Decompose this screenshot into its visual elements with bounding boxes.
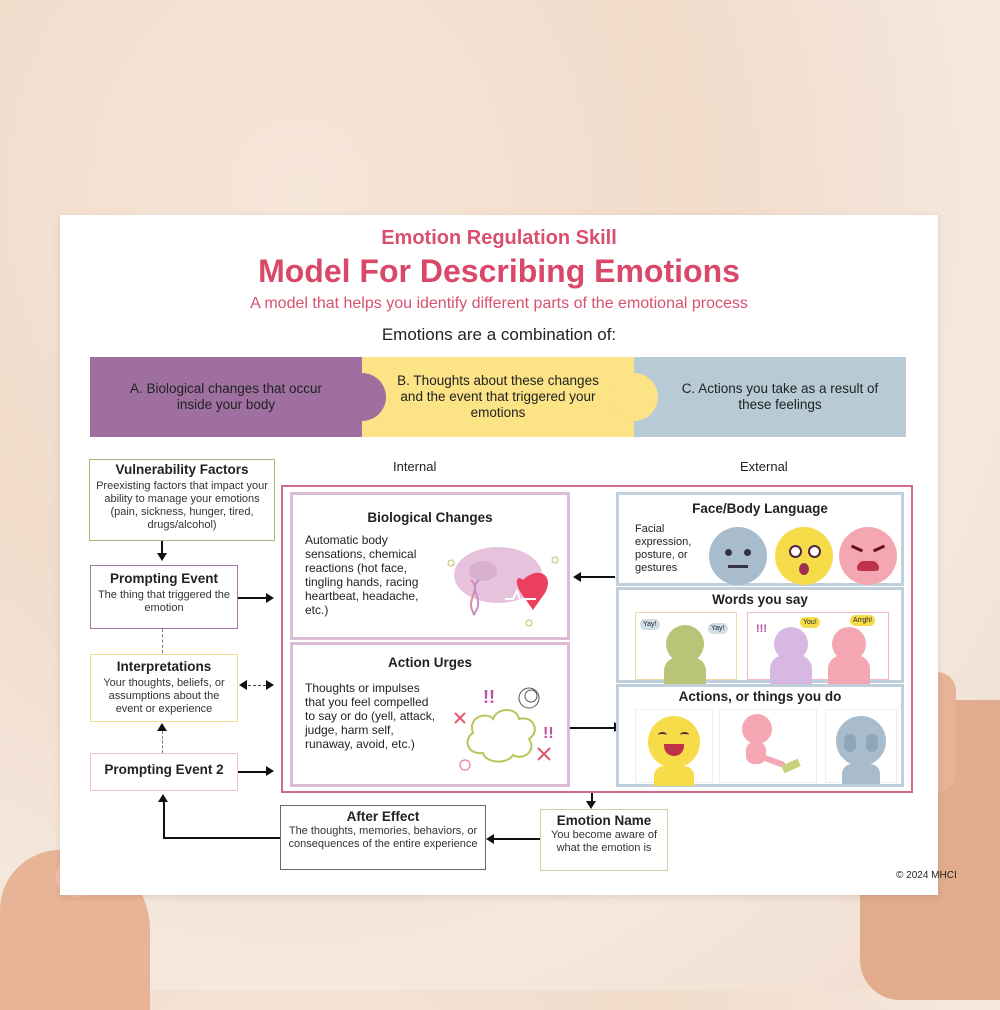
page-title: Model For Describing Emotions: [258, 253, 740, 289]
prompting-event-2-box: Prompting Event 2: [90, 753, 238, 791]
speech-bubble: Yay!: [640, 619, 660, 630]
connector: [570, 727, 614, 729]
crying-face-icon: [836, 716, 886, 766]
urge-marks-2: !!: [543, 725, 554, 742]
emotion-name-title: Emotion Name: [556, 813, 652, 828]
connector: [238, 771, 266, 773]
page-subtitle: A model that helps you identify differen…: [250, 295, 748, 312]
speech-bubble: You!: [800, 617, 820, 628]
banner-thoughts: B. Thoughts about these changes and the …: [362, 357, 658, 437]
connector: [163, 837, 280, 839]
arrow-left: [486, 834, 494, 844]
external-label: External: [740, 459, 788, 474]
arrow-down: [157, 553, 167, 561]
dashed-connector: [248, 685, 266, 686]
words-you-say-box: Words you say Yay! Yay! You! Arrgh! !!!: [616, 587, 904, 687]
vulnerability-title: Vulnerability Factors: [115, 462, 249, 477]
emotion-frame: [281, 485, 913, 793]
angry-kicking-person-icon: [742, 714, 772, 744]
connector: [161, 541, 163, 553]
action-urges-title: Action Urges: [387, 655, 472, 670]
crying-panel: [825, 709, 897, 784]
vulnerability-factors-box: Vulnerability Factors Preexisting factor…: [89, 459, 275, 541]
laughing-face-icon: [648, 716, 700, 768]
words-title: Words you say: [712, 592, 808, 607]
skill-title: Emotion Regulation Skill: [381, 227, 617, 249]
arrow-up: [157, 723, 167, 731]
arrow-right: [266, 593, 274, 603]
emotion-name-box: Emotion Name You become aware of what th…: [540, 809, 668, 871]
prompting-desc: The thing that triggered the emotion: [97, 589, 231, 614]
prompting2-title: Prompting Event 2: [104, 762, 224, 777]
after-effect-desc: The thoughts, memories, behaviors, or co…: [288, 825, 478, 850]
connector: [581, 576, 615, 578]
urge-marks-1: !!: [483, 687, 495, 707]
happy-speech-panel: Yay! Yay!: [635, 612, 737, 687]
arrow-right: [266, 680, 274, 690]
surprised-face-icon: [775, 527, 833, 585]
dashed-connector: [162, 731, 163, 753]
puzzle-tab: [610, 373, 658, 421]
banner-thoughts-label: B. Thoughts about these changes and the …: [397, 373, 599, 420]
dashed-connector: [162, 629, 163, 653]
face-title: Face/Body Language: [692, 501, 828, 516]
connector: [591, 793, 593, 801]
after-effect-title: After Effect: [346, 809, 420, 824]
connector: [238, 597, 266, 599]
arrow-left: [573, 572, 581, 582]
internal-label: Internal: [393, 459, 437, 474]
combination-heading: Emotions are a combination of:: [381, 325, 617, 344]
worksheet: Emotion Regulation Skill Model For Descr…: [60, 215, 957, 895]
argument-panel: You! Arrgh! !!!: [747, 612, 889, 685]
exclamation-marks: !!!: [756, 623, 767, 635]
brain-heart-icon: [447, 547, 559, 627]
emotion-name-desc: You become aware of what the emotion is: [551, 829, 657, 854]
arrow-up: [158, 794, 168, 802]
laughing-panel: [635, 709, 713, 786]
action-urges-desc: Thoughts or impulses that you feel compe…: [305, 681, 436, 751]
actions-title: Actions, or things you do: [678, 689, 842, 704]
arrow-right: [266, 766, 274, 776]
arrow-left: [239, 680, 247, 690]
after-effect-box: After Effect The thoughts, memories, beh…: [280, 805, 486, 870]
banner-biological: A. Biological changes that occur inside …: [90, 357, 386, 437]
biological-desc: Automatic body sensations, chemical reac…: [305, 533, 419, 617]
connector: [494, 838, 540, 840]
prompting-title: Prompting Event: [109, 571, 218, 586]
interpretations-box: Interpretations Your thoughts, beliefs, …: [90, 654, 238, 722]
biological-title: Biological Changes: [367, 510, 493, 525]
angry-face-icon: [839, 527, 897, 585]
speech-bubble: Arrgh!: [850, 615, 876, 626]
face-body-language-box: Face/Body Language Facial expression, po…: [616, 492, 904, 586]
biological-changes-box: Biological Changes Automatic body sensat…: [290, 492, 570, 640]
actions-box: Actions, or things you do: [616, 684, 904, 787]
puzzle-tab: [338, 373, 386, 421]
action-urges-box: Action Urges Thoughts or impulses that y…: [290, 642, 570, 787]
speech-bubble: Yay!: [708, 623, 728, 634]
connector: [163, 802, 165, 838]
arrow-down: [586, 801, 596, 809]
neutral-face-icon: [709, 527, 767, 585]
happy-person-icon: [666, 625, 704, 663]
thought-cloud-icon: !! !!: [454, 687, 554, 771]
kicking-panel: [719, 709, 817, 783]
interpretations-title: Interpretations: [116, 659, 212, 674]
prompting-event-box: Prompting Event The thing that triggered…: [90, 565, 238, 629]
banner-actions-label: C. Actions you take as a result of these…: [681, 381, 879, 412]
banner-biological-label: A. Biological changes that occur inside …: [129, 381, 323, 412]
copyright: © 2024 MHCI: [896, 870, 957, 881]
face-desc: Facial expression, posture, or gestures: [635, 523, 692, 574]
banner-actions: C. Actions you take as a result of these…: [634, 357, 906, 437]
vulnerability-desc: Preexisting factors that impact your abi…: [96, 480, 268, 531]
interpretations-desc: Your thoughts, beliefs, or assumptions a…: [103, 677, 225, 715]
